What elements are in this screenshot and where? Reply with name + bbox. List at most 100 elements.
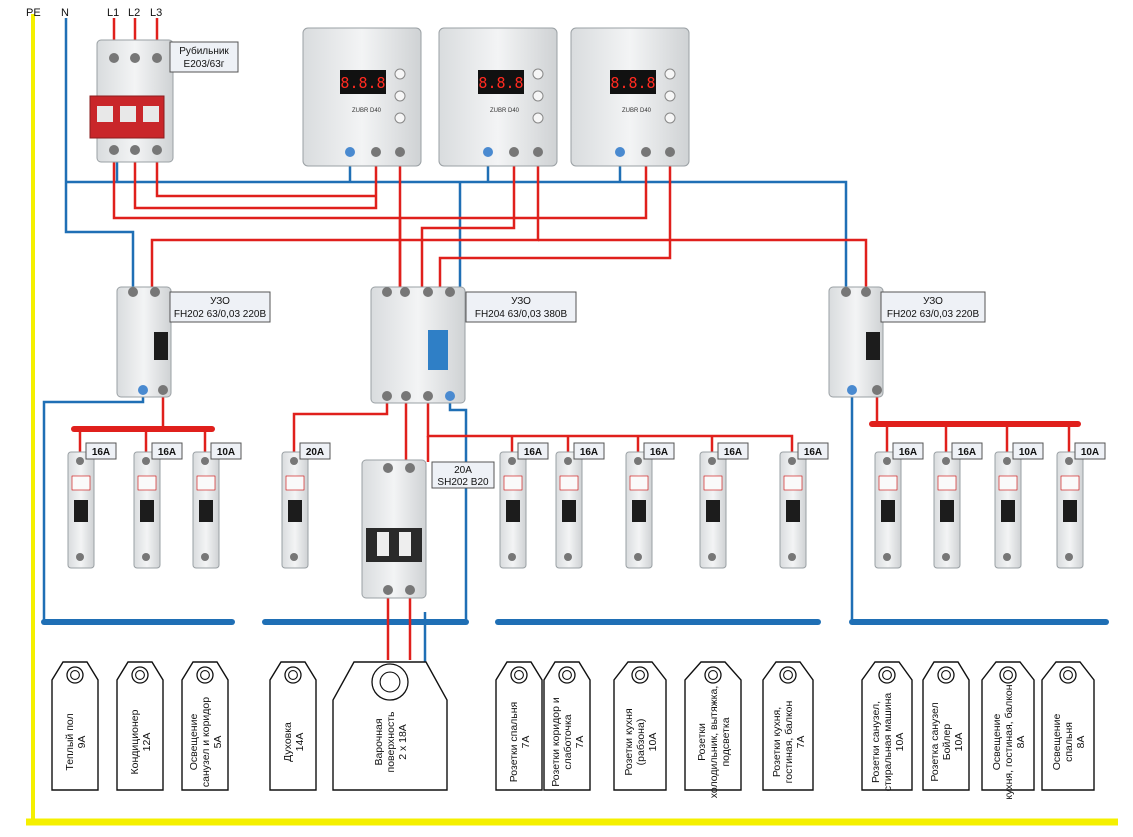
- load-tag-line: 7А: [795, 736, 807, 749]
- breaker-rating: 16A: [650, 447, 668, 458]
- load-tag-line: 9А: [76, 736, 88, 749]
- comb-drops: [78, 424, 1071, 455]
- load-tag-line: 7А: [520, 736, 532, 749]
- n-label: N: [61, 7, 69, 19]
- svg-text:20A: 20A: [454, 465, 472, 476]
- svg-text:ZUBR D40: ZUBR D40: [490, 108, 520, 114]
- load-tag-line: Розетки коридор и: [550, 697, 562, 787]
- svg-text:ZUBR D40: ZUBR D40: [622, 108, 652, 114]
- load-tag-line: 10А: [894, 733, 906, 752]
- breaker-rating-label: 16A: [797, 442, 829, 460]
- load-tag-line: Кондиционер: [129, 709, 141, 774]
- load-tag-line: слаботочка: [562, 714, 574, 769]
- breaker-rating-label: 16A: [85, 442, 117, 460]
- load-tag-line: Розетки кухня,: [771, 707, 783, 777]
- svg-text:8.8.8: 8.8.8: [610, 74, 655, 92]
- circuit-breaker: 16A: [874, 442, 924, 569]
- circuit-breaker: 16A: [499, 442, 549, 569]
- phase-bars: [71, 421, 1081, 432]
- breaker-rating: 16A: [899, 447, 917, 458]
- voltage-relay-1: 8.8.8 ZUBR D40: [302, 27, 422, 167]
- load-tag-line: 10А: [647, 733, 659, 752]
- breaker-rating: 16A: [524, 447, 542, 458]
- circuit-breaker: 10A: [994, 442, 1044, 569]
- breaker-rating: 10A: [1019, 447, 1037, 458]
- load-tag-line: спальня: [1063, 722, 1075, 762]
- load-tag-line: Розетки санузел,: [870, 701, 882, 783]
- load-tag-line: санузел и коридор: [200, 697, 212, 787]
- load-tag-line: 14А: [294, 733, 306, 752]
- main-switch-label: Рубильник E203/63г: [169, 41, 239, 73]
- rcd-left-label: УЗО FH202 63/0,03 220В: [169, 291, 271, 323]
- circuit-breaker: 10A: [1056, 442, 1106, 569]
- svg-text:УЗО: УЗО: [923, 296, 943, 307]
- rcd-right: [828, 286, 884, 398]
- rcd-left: [116, 286, 172, 398]
- load-tag-line: 5А: [212, 736, 224, 749]
- pe-label: PE: [26, 7, 41, 19]
- breaker-rating: 16A: [958, 447, 976, 458]
- breaker-rating: 16A: [804, 447, 822, 458]
- load-tag: Розетки кухня(рабзона)10А: [613, 661, 667, 791]
- breaker-rating-label: 16A: [573, 442, 605, 460]
- breaker-rating-label: 16A: [643, 442, 675, 460]
- breaker-rating: 10A: [1081, 447, 1099, 458]
- circuit-breaker: 10A: [192, 442, 242, 569]
- load-tag-line: Бойлер: [941, 724, 953, 761]
- sh202-breaker: [361, 459, 427, 599]
- rcd-right-label: УЗО FH202 63/0,03 220В: [880, 291, 986, 323]
- load-tag-line: 8А: [1075, 736, 1087, 749]
- voltage-relay-2: 8.8.8 ZUBR D40: [438, 27, 558, 167]
- load-tag-line: холодильник, вытяжка,: [708, 686, 720, 799]
- circuit-breaker: 16A: [67, 442, 117, 569]
- load-tag-line: Теплый пол: [64, 713, 76, 770]
- breaker-rating: 16A: [92, 447, 110, 458]
- load-tag-line: 2 х 18А: [397, 724, 409, 760]
- svg-text:FH204 63/0,03 380В: FH204 63/0,03 380В: [475, 309, 568, 320]
- load-tag-line: 10А: [953, 733, 965, 752]
- svg-text:SH202 B20: SH202 B20: [437, 477, 489, 488]
- breaker-rating: 10A: [217, 447, 235, 458]
- breaker-rating: 20A: [306, 447, 324, 458]
- rcd-center-label: УЗО FH204 63/0,03 380В: [465, 291, 577, 323]
- breaker-rating: 16A: [724, 447, 742, 458]
- svg-text:FH202 63/0,03 220В: FH202 63/0,03 220В: [887, 309, 980, 320]
- circuit-breaker: 20A: [281, 442, 331, 569]
- breaker-rating-label: 10A: [1074, 442, 1106, 460]
- svg-text:УЗО: УЗО: [210, 296, 230, 307]
- circuit-breaker: 16A: [133, 442, 183, 569]
- svg-text:8.8.8: 8.8.8: [478, 74, 523, 92]
- breaker-rating-label: 16A: [151, 442, 183, 460]
- svg-text:8.8.8: 8.8.8: [340, 74, 385, 92]
- circuit-breaker: 16A: [933, 442, 983, 569]
- main-switch: [89, 39, 174, 163]
- load-tag-line: поверхность: [385, 711, 397, 772]
- svg-text:Рубильник: Рубильник: [179, 45, 229, 57]
- l3-label: L3: [150, 7, 162, 19]
- load-tag-line: Розетки спальня: [508, 702, 520, 783]
- breaker-rating-label: 16A: [517, 442, 549, 460]
- svg-text:ZUBR D40: ZUBR D40: [352, 108, 382, 114]
- circuit-breaker: 16A: [625, 442, 675, 569]
- svg-text:FH202 63/0,03 220В: FH202 63/0,03 220В: [174, 309, 267, 320]
- breaker-rating-label: 20A: [299, 442, 331, 460]
- load-tag-line: 7А: [574, 736, 586, 749]
